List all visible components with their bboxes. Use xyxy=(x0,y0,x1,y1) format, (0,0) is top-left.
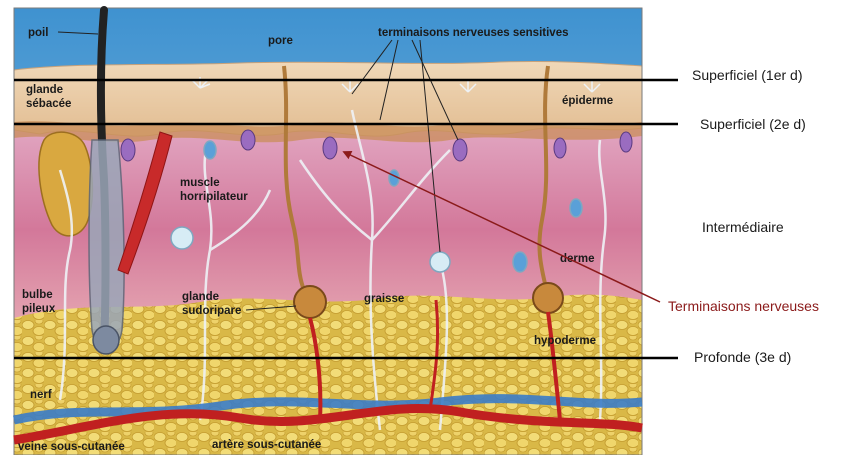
label-hypoderme: hypoderme xyxy=(534,335,596,347)
depth-level-labels: Superficiel (1er d) Superficiel (2e d) I… xyxy=(668,67,819,365)
label-veine: veine sous-cutanée xyxy=(18,441,125,453)
label-graisse: graisse xyxy=(364,293,404,305)
label-muscle-2: horripilateur xyxy=(180,191,248,203)
hair-bulb xyxy=(93,326,119,354)
level-superficiel-2: Superficiel (2e d) xyxy=(700,116,806,132)
level-superficiel-1: Superficiel (1er d) xyxy=(692,67,803,83)
label-glande-sebacee-1: glande xyxy=(26,84,63,96)
label-bulbe-2: pileux xyxy=(22,303,56,315)
level-intermediaire: Intermédiaire xyxy=(702,219,784,235)
label-epiderme: épiderme xyxy=(562,95,613,107)
sweat-gland-right xyxy=(533,283,563,313)
label-pore: pore xyxy=(268,35,293,47)
sweat-gland-center xyxy=(294,286,326,318)
label-glande-sebacee-2: sébacée xyxy=(26,98,71,110)
label-artere: artère sous-cutanée xyxy=(212,439,321,451)
label-glande-sudoripare-1: glande xyxy=(182,291,219,303)
label-nerf: nerf xyxy=(30,389,52,401)
level-profonde: Profonde (3e d) xyxy=(694,349,791,365)
label-poil: poil xyxy=(28,27,48,39)
label-terminaisons-sensitives: terminaisons nerveuses sensitives xyxy=(378,27,569,39)
level-terminaisons-nerveuses: Terminaisons nerveuses xyxy=(668,298,819,314)
label-bulbe-1: bulbe xyxy=(22,289,53,301)
label-muscle-1: muscle xyxy=(180,177,220,189)
label-glande-sudoripare-2: sudoripare xyxy=(182,305,241,317)
hair-follicle xyxy=(89,140,124,350)
